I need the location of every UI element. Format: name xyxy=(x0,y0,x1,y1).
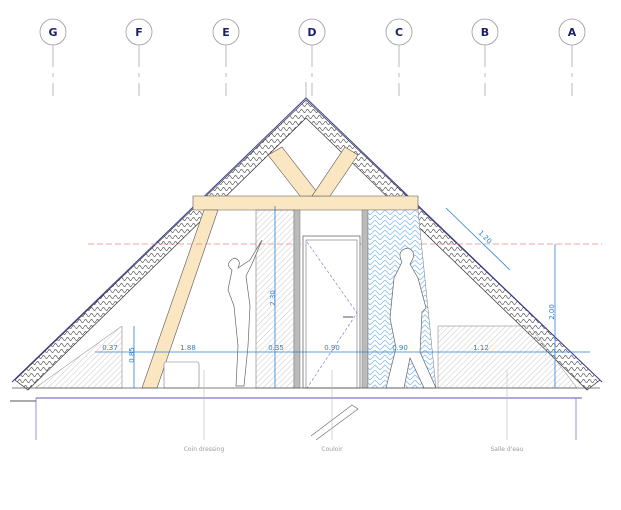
grid-axis-label: G xyxy=(48,26,57,39)
dim-037: 0.37 xyxy=(102,344,118,352)
room-label: Salle d'eau xyxy=(490,446,523,453)
roof xyxy=(11,82,603,391)
floor xyxy=(10,387,600,441)
human-figures xyxy=(227,239,437,389)
grid-axis-label: E xyxy=(222,26,230,39)
room-label: Couloir xyxy=(321,446,343,453)
grid-axis-f: F xyxy=(125,18,153,96)
dim-090: 0.90 xyxy=(324,344,340,352)
room-label: Coin dressing xyxy=(184,446,225,453)
room-labels: Coin dressing Couloir Salle d'eau xyxy=(184,370,524,453)
dim-090b: 0.90 xyxy=(392,344,408,352)
dimension-labels: 0.37 0.85 1.88 0.35 0.90 0.90 1.12 2.30 2.00 1.20 xyxy=(102,229,556,363)
grid-axis-label: B xyxy=(481,26,489,39)
dim-200: 2.00 xyxy=(548,304,556,320)
grid-axis-label: A xyxy=(568,26,577,39)
dim-035: 0.35 xyxy=(268,344,284,352)
door xyxy=(302,235,361,389)
grid-axis-label: D xyxy=(307,26,316,39)
grid-axis-label: F xyxy=(135,26,143,39)
grid-axis-d: D xyxy=(298,18,326,96)
timber-frame xyxy=(141,146,419,389)
dim-230: 2.30 xyxy=(269,290,277,306)
grid-axis-label: C xyxy=(395,26,403,39)
grid-axis-e: E xyxy=(212,18,240,96)
dim-120: 1.20 xyxy=(476,229,493,246)
grid-axis-b: B xyxy=(471,18,499,96)
grid-axis-g: G xyxy=(39,18,67,96)
grid-axis-c: C xyxy=(385,18,413,96)
dim-085: 0.85 xyxy=(128,347,136,363)
dimension-lines xyxy=(95,206,590,388)
dim-188: 1.88 xyxy=(180,344,196,352)
grid-axis-a: A xyxy=(558,18,586,96)
dim-112: 1.12 xyxy=(473,344,489,352)
